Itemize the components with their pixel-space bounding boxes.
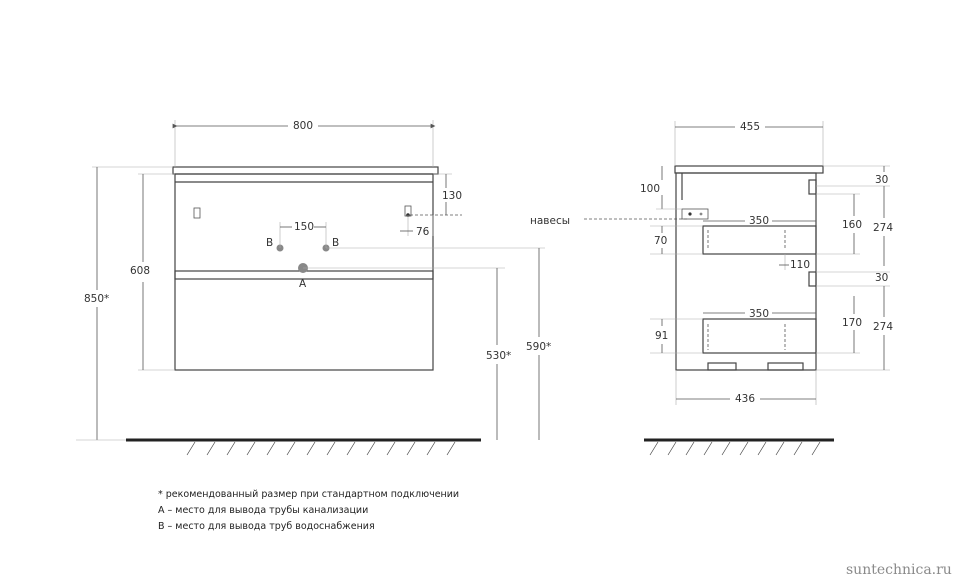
dim-110: 110	[790, 259, 810, 271]
top-drawer-box	[702, 225, 817, 255]
dim-body-height: 608	[130, 265, 150, 277]
side-hinge-icon	[681, 208, 709, 220]
dim-100: 100	[640, 183, 660, 195]
bottom-drawer-box	[702, 318, 817, 354]
dim-70: 70	[654, 235, 667, 247]
label-a: A	[299, 278, 307, 290]
dim-350-bottom: 350	[749, 308, 769, 320]
label-b-left: B	[266, 237, 273, 249]
side-cabinet-body	[675, 172, 817, 371]
dim-30-mid: 30	[875, 272, 888, 284]
dim-170: 170	[842, 317, 862, 329]
dim-91: 91	[655, 330, 668, 342]
dim-hinge-offset: 76	[416, 226, 430, 238]
side-view: 455 436 100 350 160 70 110	[640, 121, 893, 456]
front-view: B B A 800 850* 608 130 150	[76, 120, 551, 456]
dim-side-depth: 455	[740, 121, 760, 133]
note-b: В – место для вывода труб водоснабжения	[158, 521, 375, 532]
dim-274-bottom: 274	[873, 321, 893, 333]
dim-floor-590: 590*	[526, 341, 551, 353]
dim-side-bottom-depth: 436	[735, 393, 755, 405]
dim-350-top: 350	[749, 215, 769, 227]
dim-front-width: 800	[293, 120, 313, 132]
hinge-left-icon	[193, 207, 201, 219]
dim-pipe-spacing: 150	[294, 221, 314, 233]
side-countertop	[674, 165, 824, 174]
note-a: А – место для вывода трубы канализации	[158, 505, 368, 516]
label-b-right: B	[332, 237, 339, 249]
dim-top-drawer: 130	[442, 190, 462, 202]
dim-total-height: 850*	[84, 293, 109, 305]
note-recommended: * рекомендованный размер при стандартном…	[158, 489, 459, 500]
watermark: suntechnica.ru	[846, 562, 952, 578]
dim-274-top: 274	[873, 222, 893, 234]
label-hinges: навесы	[530, 215, 570, 227]
dim-30-top: 30	[875, 174, 888, 186]
dim-floor-530: 530*	[486, 350, 511, 362]
front-countertop	[172, 166, 439, 175]
dim-160: 160	[842, 219, 862, 231]
